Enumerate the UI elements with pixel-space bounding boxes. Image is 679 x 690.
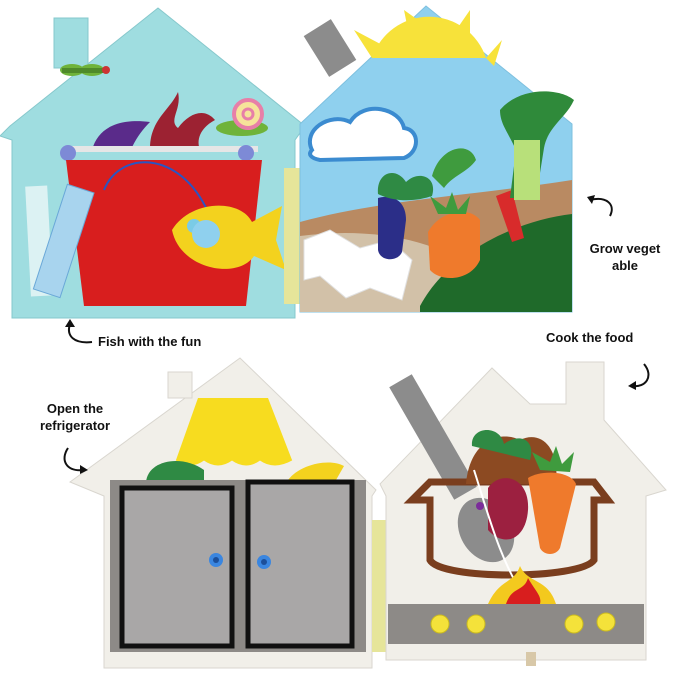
- carrot-in-pot: [528, 472, 576, 554]
- chimney-grey: [303, 19, 357, 77]
- carrot-top: [430, 192, 470, 214]
- rod-knob-right: [238, 145, 254, 161]
- bead: [476, 502, 484, 510]
- garden-page: [299, 5, 574, 313]
- fridge-door-left: [119, 485, 235, 649]
- carrot-top-in-pot: [532, 446, 574, 472]
- fire-red: [506, 578, 541, 604]
- curved-arrow-icon: [65, 319, 93, 344]
- caption-open-line1: Open the: [46, 401, 104, 416]
- caption-open-line2: refrigerator: [39, 418, 111, 433]
- fish-icon: [172, 205, 286, 270]
- red-pepper: [496, 190, 524, 242]
- banana: [288, 462, 344, 480]
- cooking-page: [379, 361, 667, 666]
- snail-icon: [216, 98, 268, 136]
- celery-stem: [514, 140, 540, 200]
- dragonfly-icon: [60, 64, 110, 76]
- cloud-icon: [308, 106, 418, 163]
- bead-end: [526, 652, 536, 666]
- fire-flames: [488, 566, 556, 604]
- stove-button-1: [430, 614, 450, 634]
- curved-arrow-icon: [63, 447, 88, 474]
- flower-button-icon: [209, 553, 223, 567]
- spoon-handle: [389, 374, 477, 500]
- book-spine-bottom: [372, 520, 386, 652]
- red-bucket: [66, 160, 262, 306]
- fishing-page: [0, 7, 306, 319]
- beet: [488, 478, 529, 540]
- fishing-rod: [32, 183, 95, 299]
- rod-knob-left: [60, 145, 76, 161]
- lamp-scallops: [175, 459, 293, 466]
- caption-fish: Fish with the fun: [98, 334, 202, 349]
- chimney-white: [167, 371, 193, 399]
- caption-grow-line2: able: [611, 258, 638, 273]
- flower-button-icon: [257, 555, 271, 569]
- caption-grow: Grow veget able: [584, 240, 666, 274]
- yellow-lamp: [176, 398, 292, 460]
- fishing-rod-stick: [64, 146, 258, 152]
- stove-button-4: [596, 612, 616, 632]
- caption-cook: Cook the food: [546, 330, 634, 345]
- purple-seaweed: [92, 121, 150, 152]
- refrigerator-page: [68, 357, 377, 669]
- coral: [150, 92, 215, 150]
- stove-button-2: [466, 614, 486, 634]
- sun-icon: [354, 10, 502, 66]
- curved-arrow-icon: [628, 363, 650, 390]
- curved-arrow-icon: [587, 195, 613, 217]
- eggplant: [378, 196, 406, 260]
- chimney: [53, 17, 89, 69]
- broccoli-leaves: [377, 172, 434, 201]
- lettuce: [146, 460, 204, 486]
- leafy-greens: [471, 429, 532, 460]
- bucket-handle: [103, 161, 209, 213]
- caption-open: Open the refrigerator: [30, 400, 120, 434]
- caption-grow-line1: Grow veget: [589, 241, 661, 256]
- carrot: [428, 211, 480, 279]
- book-spine-top: [284, 168, 300, 304]
- green-hill: [420, 214, 572, 312]
- stove-button-3: [564, 614, 584, 634]
- green-sprouts: [432, 148, 476, 188]
